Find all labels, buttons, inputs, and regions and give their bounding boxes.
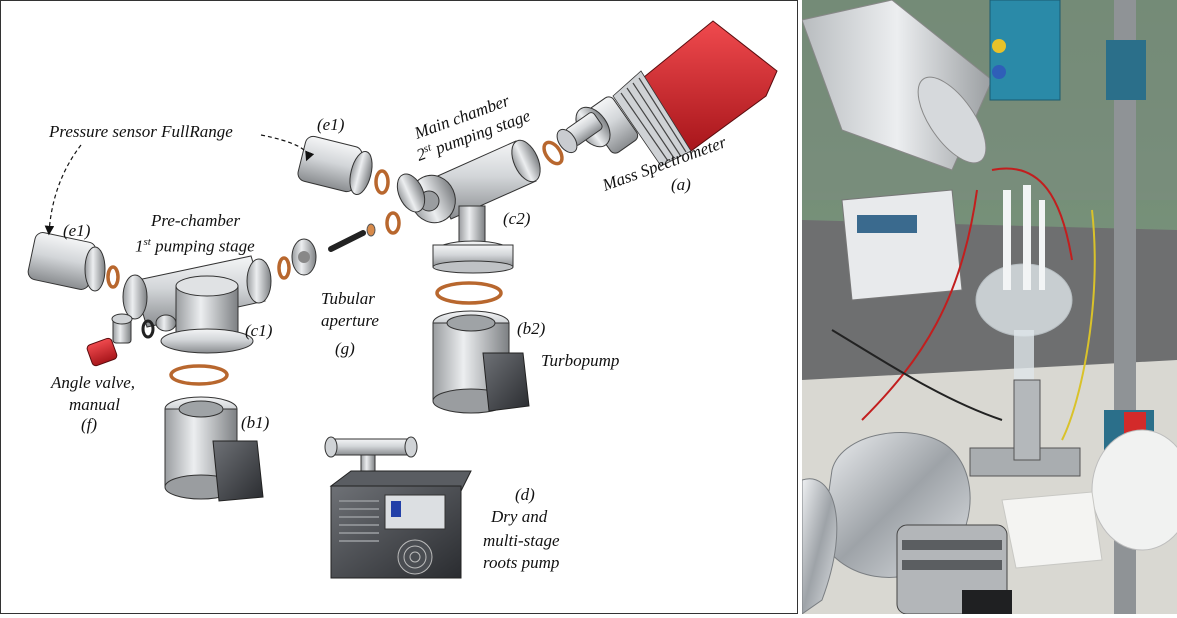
turbopump-label: Turbopump [541, 351, 620, 370]
main-chamber [396, 139, 541, 274]
sensor-top-id: (e1) [317, 115, 345, 134]
photo-illustration [802, 0, 1177, 614]
roots-pump-id: (d) [515, 485, 535, 504]
gasket-ring [385, 211, 401, 235]
gasket-ring [542, 140, 564, 166]
pre-chamber-title: Pre-chamber [151, 211, 241, 230]
roots-pump-line3: roots pump [483, 553, 560, 572]
main-chamber-id: (c2) [503, 209, 531, 228]
tubular-aperture [277, 223, 376, 280]
gasket-ring [106, 265, 120, 289]
pressure-sensor-top [297, 135, 390, 195]
tubular-aperture-id: (g) [335, 339, 355, 358]
pre-chamber-subtitle: 1st pumping stage [135, 236, 255, 256]
sensor-arrow-left [44, 144, 82, 236]
angle-valve [86, 313, 155, 367]
gasket-ring [169, 364, 229, 386]
pre-chamber-id: (c1) [245, 321, 273, 340]
gasket-ring [435, 281, 503, 305]
roots-pump-line2: multi-stage [483, 531, 560, 550]
pressure-sensor-label: Pressure sensor FullRange [49, 122, 233, 141]
lab-setup-photo [802, 0, 1177, 614]
angle-valve-subtitle: manual [69, 395, 120, 414]
roots-pump [324, 436, 472, 579]
pre-chamber [122, 255, 272, 354]
pressure-sensor-left [27, 232, 106, 292]
mass-spectrometer [556, 20, 778, 167]
tubular-aperture-subtitle: aperture [321, 311, 379, 330]
angle-valve-title: Angle valve, [51, 373, 136, 392]
exploded-diagram-panel: Main chamber 2st pumping stage Mass Spec… [0, 0, 798, 614]
diagram-drawing: Main chamber 2st pumping stage Mass Spec… [27, 20, 778, 579]
turbopump-top-id: (b2) [517, 319, 546, 338]
roots-pump-line1: Dry and [491, 507, 548, 526]
mass-spectrometer-id: (a) [671, 175, 691, 194]
turbopump-bottom-id: (b1) [241, 413, 270, 432]
tubular-aperture-title: Tubular [321, 289, 375, 308]
sensor-arrow-top [260, 134, 315, 162]
turbopump-b1 [164, 396, 264, 502]
angle-valve-id: (f) [81, 415, 98, 434]
sensor-left-id: (e1) [63, 221, 91, 240]
turbopump-b2 [432, 310, 530, 414]
